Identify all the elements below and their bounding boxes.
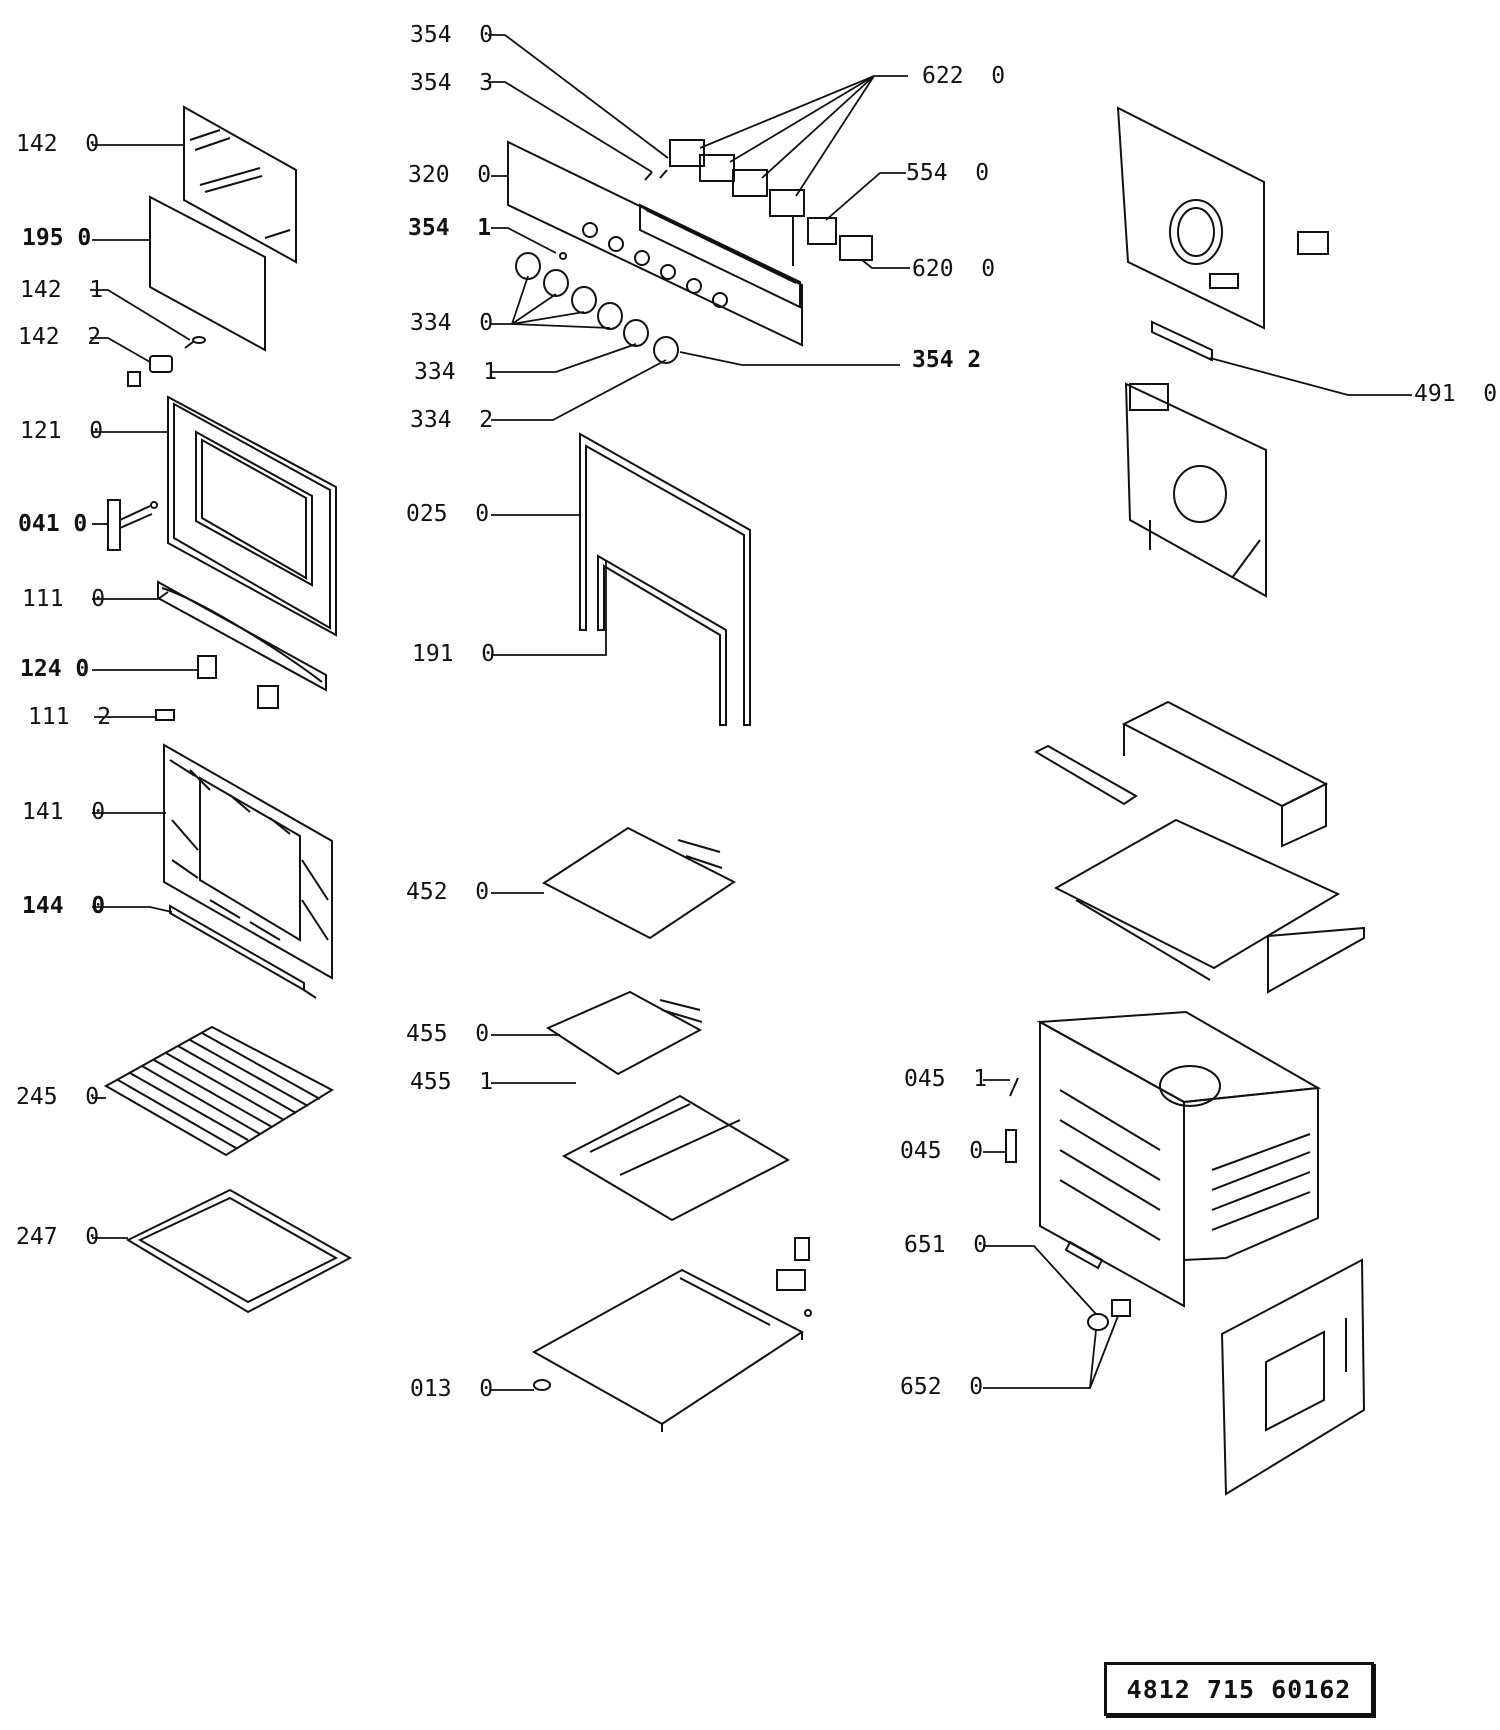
lamp-assembly [1066, 1242, 1130, 1330]
label-111-2: 111 2 [28, 704, 112, 730]
connector-strip [1152, 322, 1212, 360]
side-rail [1268, 928, 1364, 992]
label-622-0: 622 0 [922, 63, 1006, 89]
control-knobs [516, 253, 678, 363]
panel-indicator-lamps [645, 170, 667, 180]
label-620-0: 620 0 [912, 256, 996, 282]
label-354-3: 354 3 [410, 70, 494, 96]
label-045-1: 045 1 [904, 1066, 988, 1092]
label-354-1: 354 1 [408, 215, 492, 241]
baking-tray [128, 1190, 350, 1312]
cooling-duct-cover [1124, 702, 1326, 846]
rear-panel [1118, 108, 1264, 328]
glass-holder [128, 356, 172, 386]
label-247-0: 247 0 [16, 1224, 100, 1250]
label-354-2: 354 2 [912, 347, 982, 373]
label-142-2: 142 2 [18, 324, 102, 350]
label-041-0: 041 0 [18, 511, 88, 537]
label-452-0: 452 0 [406, 879, 490, 905]
label-651-0: 651 0 [904, 1232, 988, 1258]
label-455-0: 455 0 [406, 1021, 490, 1047]
timer-switch [808, 218, 836, 244]
label-334-1: 334 1 [414, 359, 498, 385]
label-141-0: 141 0 [22, 799, 106, 825]
handle-end-cap [156, 710, 174, 720]
glass-clip [185, 337, 205, 348]
top-heating-element [544, 828, 734, 938]
side-panel [1222, 1260, 1364, 1494]
door-insulation [164, 745, 332, 978]
rear-bracket [1298, 232, 1328, 254]
control-panel-fascia [508, 142, 802, 345]
inner-door-glass [150, 197, 265, 350]
label-144-0: 144 0 [22, 893, 106, 919]
label-334-0: 334 0 [410, 310, 494, 336]
label-491-0: 491 0 [1414, 381, 1498, 407]
oven-cavity [1040, 1012, 1318, 1306]
switch-blocks [670, 140, 804, 266]
label-320-0: 320 0 [408, 162, 492, 188]
door-hinge [108, 500, 157, 550]
label-245-0: 245 0 [16, 1084, 100, 1110]
hinge-receiver [1006, 1130, 1016, 1162]
heating-plate [564, 1096, 788, 1220]
fan-housing [1126, 384, 1266, 596]
leader-lines [90, 35, 1412, 1390]
handle-mount [198, 656, 278, 708]
label-045-0: 045 0 [900, 1138, 984, 1164]
door-bottom-trim [170, 906, 316, 998]
label-455-1: 455 1 [410, 1069, 494, 1095]
label-013-0: 013 0 [410, 1376, 494, 1402]
bottom-heating-element [548, 992, 702, 1074]
door-handle [158, 582, 326, 690]
oven-foot [534, 1380, 550, 1390]
label-142-1: 142 1 [20, 277, 104, 303]
top-cover-plate [1056, 820, 1338, 980]
side-trim-panel [580, 434, 750, 725]
label-191-0: 191 0 [412, 641, 496, 667]
label-554-0: 554 0 [906, 160, 990, 186]
wire-shelf [106, 1027, 332, 1155]
hinge-screw [1010, 1078, 1018, 1096]
door-frame [168, 397, 336, 635]
label-124-0: 124 0 [20, 656, 90, 682]
terminal-block [840, 236, 872, 260]
label-334-2: 334 2 [410, 407, 494, 433]
label-142-0: 142 0 [16, 131, 100, 157]
outer-door-glass [184, 107, 296, 262]
label-121-0: 121 0 [20, 418, 104, 444]
label-025-0: 025 0 [406, 501, 490, 527]
drawing-part-number-box: 4812 715 60162 [1104, 1662, 1374, 1716]
oven-base-plate [534, 1270, 802, 1432]
label-652-0: 652 0 [900, 1374, 984, 1400]
label-111-0: 111 0 [22, 586, 106, 612]
label-354-0: 354 0 [410, 22, 494, 48]
label-195-0: 195 0 [22, 225, 92, 251]
base-fasteners [777, 1238, 811, 1316]
cooling-fan-strip [1036, 746, 1136, 804]
